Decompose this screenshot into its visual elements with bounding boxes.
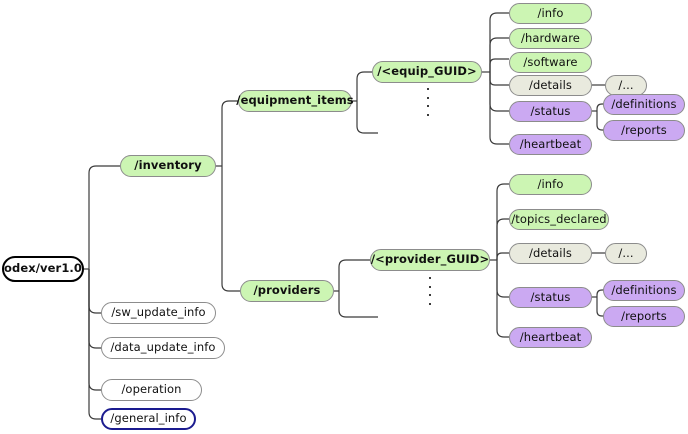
node-equip-reports-label: /reports: [621, 122, 667, 137]
edge-equipguid-heartbeat: [489, 72, 509, 145]
node-equip-hardware[interactable]: /hardware: [509, 28, 592, 49]
node-equip-info-label: /info: [537, 5, 564, 20]
node-equip-details-more-label: /...: [618, 77, 634, 92]
edge-equipguid-info: [489, 12, 509, 72]
edge-providers-more: [338, 291, 378, 318]
node-sw-update-info[interactable]: /sw_update_info: [101, 302, 216, 324]
node-prov-details-more-label: /...: [618, 245, 634, 260]
edge-equipment-guid: [356, 71, 372, 101]
node-equip-guid-label: /<equip_GUID>: [377, 64, 477, 79]
node-prov-info-label: /info: [537, 176, 564, 191]
edge-inventory-equipment: [221, 100, 238, 166]
node-equip-software[interactable]: /software: [509, 52, 592, 73]
node-prov-definitions[interactable]: /definitions: [603, 280, 685, 301]
edge-equipguid-details: [489, 72, 509, 86]
node-data-update-info-label: /data_update_info: [110, 340, 216, 355]
node-prov-info[interactable]: /info: [509, 174, 592, 195]
node-prov-topics-declared-label: /topics_declared: [511, 211, 607, 226]
node-equip-definitions[interactable]: /definitions: [603, 94, 685, 115]
edge-equipguid-hardware: [489, 37, 509, 72]
node-general-info[interactable]: /general_info: [101, 408, 196, 430]
node-equip-info[interactable]: /info: [509, 3, 592, 24]
ellipsis-provider-guid: [428, 277, 431, 305]
node-equip-software-label: /software: [523, 54, 578, 69]
node-equip-reports[interactable]: /reports: [603, 120, 685, 141]
node-operation[interactable]: /operation: [101, 379, 202, 401]
node-equip-details-more[interactable]: /...: [605, 75, 647, 96]
edge-providerguid-heartbeat: [496, 260, 509, 338]
node-equip-status[interactable]: /status: [509, 101, 592, 122]
node-providers-label: /providers: [253, 283, 321, 298]
edge-providers-guid: [338, 259, 370, 291]
node-prov-details-more[interactable]: /...: [605, 243, 647, 264]
ellipsis-equip-guid: [426, 88, 429, 116]
node-prov-reports-label: /reports: [621, 308, 667, 323]
node-prov-details[interactable]: /details: [509, 243, 592, 264]
node-prov-definitions-label: /definitions: [611, 282, 677, 297]
edge-providerguid-topics: [496, 218, 509, 260]
node-prov-heartbeat-label: /heartbeat: [519, 329, 582, 344]
edge-root-data-update: [88, 269, 101, 349]
edge-root-inventory: [88, 165, 120, 269]
edge-inventory-providers: [221, 166, 240, 292]
edge-root-general-info: [88, 269, 101, 420]
node-prov-status[interactable]: /status: [509, 287, 592, 308]
node-provider-guid-label: /<provider_GUID>: [370, 252, 490, 267]
node-prov-status-label: /status: [530, 289, 571, 304]
edge-providerguid-info: [496, 183, 509, 260]
edge-providerguid-status: [496, 260, 509, 298]
node-inventory[interactable]: /inventory: [120, 155, 216, 177]
node-equip-details[interactable]: /details: [509, 75, 592, 96]
node-root[interactable]: odex/ver1.0: [2, 256, 84, 282]
node-equip-guid[interactable]: /<equip_GUID>: [372, 61, 482, 83]
node-equip-hardware-label: /hardware: [521, 30, 580, 45]
node-prov-reports[interactable]: /reports: [603, 306, 685, 327]
node-equip-heartbeat[interactable]: /heartbeat: [509, 134, 592, 155]
node-inventory-label: /inventory: [134, 158, 202, 173]
node-prov-heartbeat[interactable]: /heartbeat: [509, 327, 592, 348]
node-general-info-label: /general_info: [110, 411, 187, 426]
node-prov-topics-declared[interactable]: /topics_declared: [509, 209, 609, 230]
node-equipment-items-label: /equipment_items: [236, 93, 354, 108]
node-equip-status-label: /status: [530, 103, 571, 118]
node-provider-guid[interactable]: /<provider_GUID>: [370, 249, 490, 271]
edge-equipment-more: [356, 101, 378, 134]
edge-root-operation: [88, 269, 101, 391]
edge-equipguid-software: [489, 58, 509, 72]
node-equip-heartbeat-label: /heartbeat: [519, 136, 582, 151]
edge-root-sw-update: [88, 269, 101, 314]
node-providers[interactable]: /providers: [240, 280, 334, 302]
node-root-label: odex/ver1.0: [4, 261, 82, 276]
node-equipment-items[interactable]: /equipment_items: [236, 90, 354, 112]
edge-providerguid-details: [496, 252, 509, 260]
node-equip-details-label: /details: [529, 77, 572, 92]
node-data-update-info[interactable]: /data_update_info: [101, 337, 225, 359]
node-operation-label: /operation: [121, 382, 182, 397]
node-sw-update-info-label: /sw_update_info: [111, 305, 206, 320]
node-prov-details-label: /details: [529, 245, 572, 260]
node-equip-definitions-label: /definitions: [611, 96, 677, 111]
edge-equipguid-status: [489, 72, 509, 112]
